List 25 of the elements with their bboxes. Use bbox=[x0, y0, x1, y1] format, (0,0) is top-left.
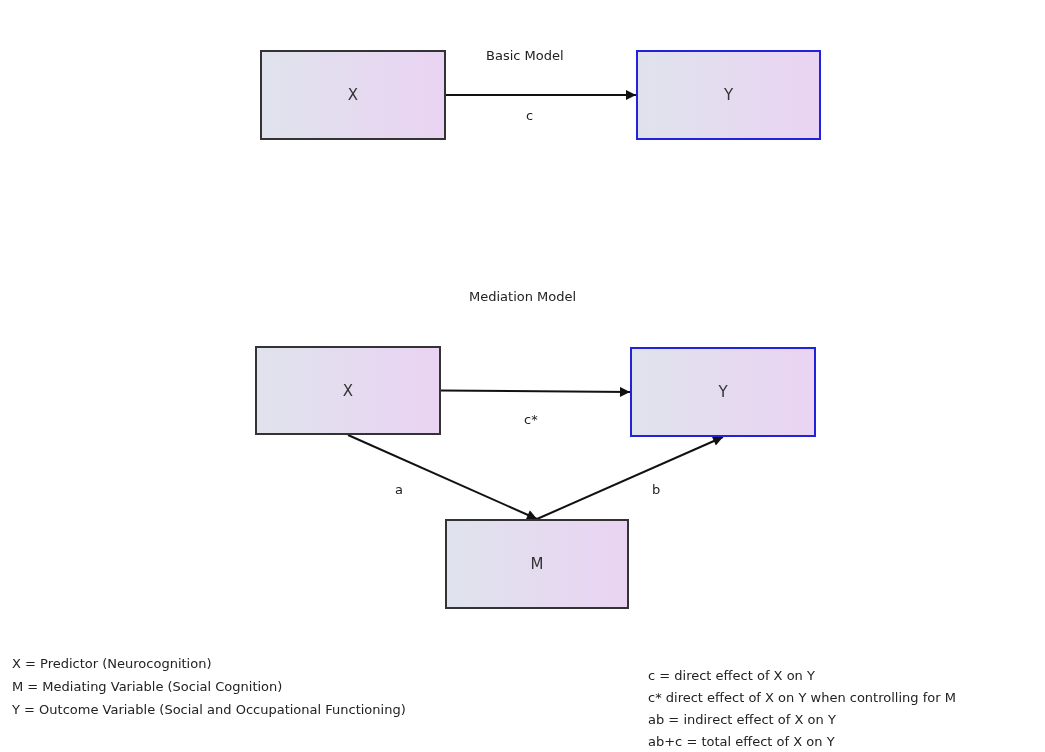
variable-name: Y bbox=[718, 383, 728, 401]
model-title: Basic Model bbox=[486, 48, 564, 64]
arrow bbox=[536, 436, 724, 520]
definition-text: c = direct effect of X on Y bbox=[648, 668, 815, 684]
variable-name: X bbox=[342, 381, 354, 400]
variable-box bbox=[636, 50, 821, 140]
variable-name: Y bbox=[723, 86, 734, 104]
arrow bbox=[440, 386, 631, 397]
variable-box bbox=[445, 519, 629, 609]
definition-text: M = Mediating Variable (Social Cognition) bbox=[12, 679, 283, 695]
variable-box bbox=[260, 50, 446, 140]
arrow bbox=[445, 90, 637, 100]
model-title: Mediation Model bbox=[469, 289, 577, 305]
edge-label: b bbox=[650, 482, 663, 497]
definition-text: ab = indirect effect of X on Y bbox=[648, 712, 836, 728]
variable-name: X bbox=[347, 86, 359, 104]
arrow bbox=[347, 434, 538, 520]
definition-text: X = Predictor (Neurocognition) bbox=[12, 656, 212, 672]
variable-box bbox=[630, 347, 816, 437]
definition-text: c* direct effect of X on Y when controlling for M bbox=[648, 690, 956, 706]
edge-label: c* bbox=[522, 412, 540, 427]
variable-name: M bbox=[530, 555, 544, 573]
definition-text: Y = Outcome Variable (Social and Occupational Functioning) bbox=[12, 702, 406, 718]
definition-text: ab+c = total effect of X on Y bbox=[648, 734, 835, 750]
variable-box bbox=[255, 346, 441, 435]
